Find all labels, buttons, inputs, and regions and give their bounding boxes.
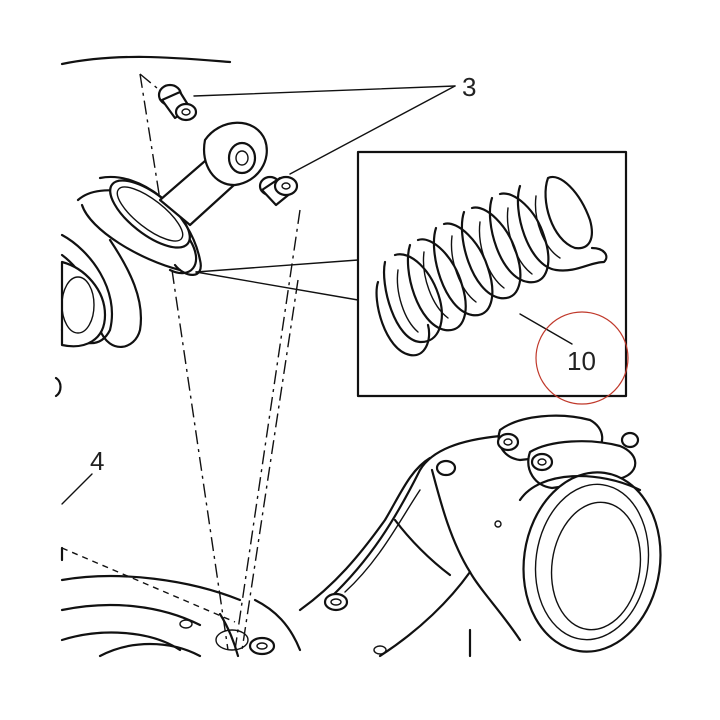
shock-absorber — [54, 121, 268, 398]
callout-10-label: 10 — [567, 346, 596, 376]
swingarm — [60, 414, 662, 658]
spring-coils — [375, 175, 608, 357]
callout-4-leader — [61, 473, 93, 505]
bushing-lower — [258, 175, 299, 207]
callout-4-label: 4 — [90, 446, 104, 476]
callout-3-leaders — [193, 85, 456, 175]
highlight-circle — [535, 311, 629, 405]
bushing-upper — [157, 83, 198, 122]
spring-detail-inset: 10 — [195, 150, 629, 405]
frame-outline — [60, 55, 232, 66]
callout-3-label: 3 — [462, 72, 476, 102]
